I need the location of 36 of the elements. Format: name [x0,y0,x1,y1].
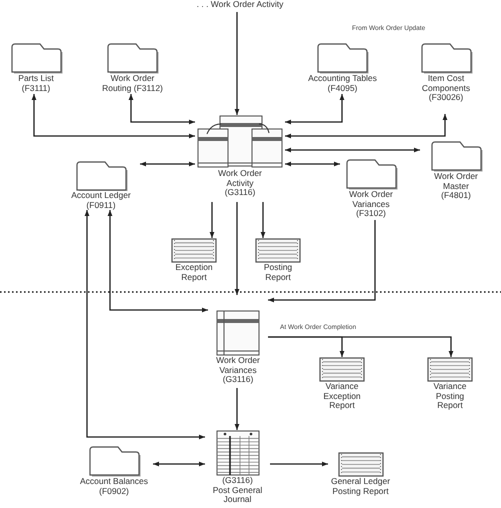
arrow [234,202,240,295]
arrow [285,114,448,138]
node-label: Parts List (F3111) [17,74,55,93]
node-label: Exception Report [174,263,214,282]
node-label: Work Order Variances (F3102) [348,190,394,218]
arrow [285,148,420,152]
arrow [108,210,208,312]
arrow [268,336,454,357]
arrow [268,220,376,302]
node-label: Account Balances (F0902) [78,477,150,496]
arrow [234,12,240,115]
arrow [84,210,205,440]
arrow [285,162,340,166]
node-label: Post General Journal [212,486,264,504]
node-label: Work Order Master (F4801) [433,172,479,200]
node-label: Account Ledger (F0911) [70,191,132,210]
arrow [140,162,195,166]
arrow [260,202,266,238]
node-label: Work Order Variances (G3116) [215,356,261,384]
node-label: Work Order Routing (F3112) [101,74,164,93]
node-label: Item Cost Components (F30026) [420,74,472,102]
node-label: (G3116) [222,476,253,486]
node-label: General Ledger Posting Report [330,477,392,496]
node-label: Variance Posting Report [432,382,468,410]
node-label: Accounting Tables (F4095) [307,74,378,93]
arrow [128,94,195,124]
flow-label: . . . Work Order Activity [196,0,284,10]
arrow [234,388,240,430]
arrow [153,462,205,466]
arrow [32,94,195,138]
arrow [270,462,328,466]
node-label: Posting Report [262,263,294,282]
node-label: Work Order Activity (G3116) [217,169,263,198]
node-label: Variance Exception Report [322,382,362,410]
arrow [210,202,214,238]
arrow [285,94,344,124]
